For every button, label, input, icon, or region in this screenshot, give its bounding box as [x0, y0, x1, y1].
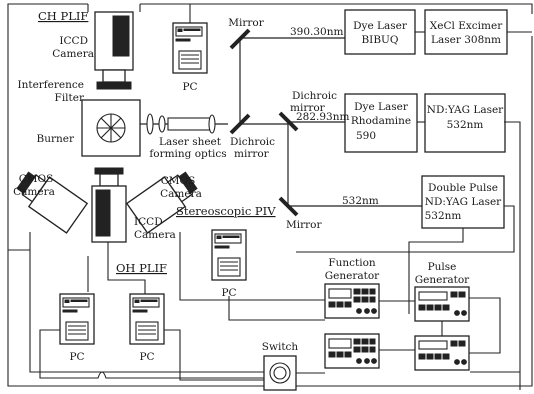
function-generator-top [324, 283, 380, 319]
pulse-generator-bottom [414, 335, 470, 371]
pc-mid-label: PC [221, 287, 236, 299]
xecl-excimer-laser: XeCl Excimer Laser 308nm [424, 9, 508, 55]
double-line2: ND:YAG Laser [425, 196, 502, 208]
double-pulse-ndyag-laser: Double Pulse ND:YAG Laser 532nm [421, 175, 505, 229]
pc-bottom-mid-label: PC [139, 351, 154, 363]
iccd-top-label-1: ICCD [59, 35, 88, 47]
cmos-left-label-1: CMOS [19, 173, 54, 185]
oh-plif-title: OH PLIF [116, 261, 167, 275]
iccd-top-label-2: Camera [52, 48, 94, 60]
dichroic-lower-label-1: Dichroic [230, 136, 275, 148]
function-gen-label-2: Generator [325, 270, 380, 282]
interference-label-1: Interference [17, 79, 84, 91]
switch-label: Switch [262, 341, 299, 353]
beam-282-label: 282.93nm [296, 111, 350, 123]
iccd-camera-mid [91, 167, 127, 243]
dye-laser-rhodamine: Dye Laser Rhodamine 590 [344, 93, 418, 153]
dye-rhod-line3: 590 [356, 130, 376, 142]
pc-top-label: PC [182, 81, 197, 93]
iccd-camera-top [94, 11, 134, 90]
dye-bibuq-line2: BIBUQ [361, 34, 398, 46]
dichroic-upper-label-1: Dichroic [292, 90, 337, 102]
cable-top [87, 4, 191, 23]
pulse-generator-top [414, 286, 470, 322]
dye-rhod-line1: Dye Laser [354, 101, 409, 113]
cmos-right-label-2: Camera [160, 188, 202, 200]
ndyag-laser: ND:YAG Laser 532nm [424, 93, 506, 153]
double-line3: 532nm [425, 210, 462, 222]
dichroic-lower-label-2: mirror [234, 148, 270, 160]
pc-mid [211, 229, 247, 281]
xecl-line2: Laser 308nm [431, 34, 501, 46]
dye-laser-bibuq: Dye Laser BIBUQ [344, 9, 416, 55]
switch [263, 355, 297, 391]
iccd-mid-label-2: Camera [134, 229, 176, 241]
pc-bottom-left-label: PC [69, 351, 84, 363]
cmos-camera-right [125, 171, 198, 234]
mirror-top [229, 28, 251, 50]
mirror-bottom-label: Mirror [286, 219, 322, 231]
iccd-mid-label-1: ICCD [134, 216, 163, 228]
beam-paths [155, 37, 422, 207]
cmos-left-label-2: Camera [13, 186, 55, 198]
cables [8, 121, 521, 390]
pulse-gen-label-2: Generator [415, 274, 470, 286]
pc-bottom-mid [129, 293, 165, 345]
dichroic-mirror-lower [229, 113, 251, 135]
laser-sheet-label-2: forming optics [149, 148, 226, 160]
mirror-bottom [278, 196, 299, 217]
burner [81, 99, 141, 157]
interference-label-2: Filter [55, 92, 85, 104]
stereo-piv-title: Stereoscopic PIV [176, 204, 276, 218]
burner-label: Burner [37, 133, 75, 145]
double-line1: Double Pulse [428, 182, 498, 194]
laser-sheet-label-1: Laser sheet [159, 136, 222, 148]
enclosure-frame [7, 3, 533, 387]
function-generator-bottom [324, 333, 380, 369]
mirror-top-label: Mirror [228, 17, 264, 29]
function-gen-label-1: Function [328, 257, 376, 269]
dye-rhod-line2: Rhodamine [351, 115, 411, 127]
beam-532-label: 532nm [342, 195, 379, 207]
ch-plif-title: CH PLIF [38, 9, 88, 23]
dichroic-mirror-upper [278, 111, 299, 132]
cmos-camera-left [16, 171, 89, 234]
pc-bottom-left [59, 293, 95, 345]
xecl-line1: XeCl Excimer [430, 20, 503, 32]
pulse-gen-label-1: Pulse [428, 261, 457, 273]
pc-top [172, 22, 208, 74]
ndyag-line2: 532nm [447, 119, 484, 131]
beam-390-label: 390.30nm [290, 26, 344, 38]
cmos-right-label-1: CMOS [161, 175, 196, 187]
dye-bibuq-line1: Dye Laser [353, 20, 408, 32]
dichroic-upper-label-2: mirror [290, 102, 326, 114]
laser-sheet-optics [140, 113, 216, 135]
ndyag-line1: ND:YAG Laser [427, 104, 504, 116]
